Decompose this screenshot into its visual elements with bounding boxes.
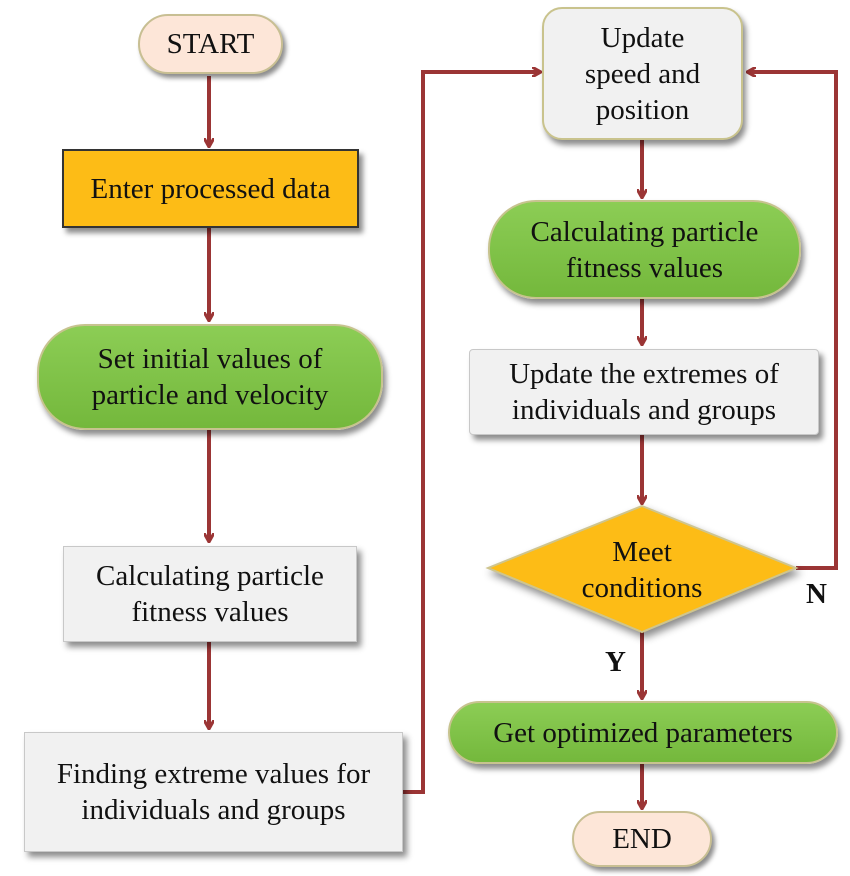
update-extremes-line1: Update the extremes of [509,358,779,390]
finding-extreme-line2: individuals and groups [81,794,346,826]
update-speed-node: Update speed and position [542,7,743,140]
set-initial-line1: Set initial values of [97,343,323,375]
calc-fitness-left-node: Calculating particle fitness values [63,546,357,642]
no-label: N [806,578,827,610]
start-node: START [138,14,283,74]
calc-fitness-left-line2: fitness values [131,596,289,628]
update-extremes-line2: individuals and groups [511,394,777,426]
calc-fitness-right-line1: Calculating particle [530,215,759,248]
start-label: START [166,28,255,60]
update-speed-line3: position [595,93,690,126]
yes-label: Y [605,646,626,678]
arrow-no-loop [748,72,838,570]
set-initial-line2: particle and velocity [91,379,329,411]
get-optimized-label: Get optimized parameters [493,716,793,749]
meet-line2: conditions [581,572,703,604]
set-initial-node: Set initial values of particle and veloc… [37,324,383,430]
finding-extreme-line1: Finding extreme values for [56,758,371,790]
update-extremes-node: Update the extremes of individuals and g… [469,349,819,435]
get-optimized-node: Get optimized parameters [448,701,838,764]
decision-diamond [485,504,799,634]
meet-conditions-text: Meet conditions [540,534,744,606]
enter-data-label: Enter processed data [90,172,331,205]
meet-line1: Meet [612,536,672,568]
end-node: END [572,811,712,867]
enter-data-node: Enter processed data [62,149,359,228]
arrow-find-to-update [403,72,540,794]
finding-extreme-node: Finding extreme values for individuals a… [24,732,403,852]
update-speed-line2: speed and [584,57,701,90]
calc-fitness-right-line2: fitness values [565,251,724,284]
end-label: END [612,823,672,855]
calc-fitness-left-line1: Calculating particle [96,560,324,592]
calc-fitness-right-node: Calculating particle fitness values [488,200,801,299]
update-speed-line1: Update [600,21,685,54]
